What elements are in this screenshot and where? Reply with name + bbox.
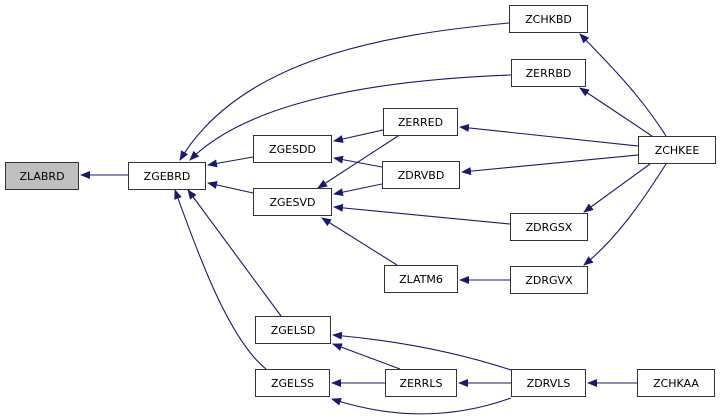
node-label: ZCHKBD [525, 12, 572, 26]
edge-zerred-to-zgesdd [333, 129, 384, 143]
node-label: ZLABRD [19, 169, 65, 183]
edge-zchkee-to-zchkbd [579, 33, 667, 137]
edge-zlatm6-to-zgesvd [321, 217, 398, 266]
node-label: ZCHKEE [654, 143, 700, 157]
edge-zchkee-to-zdrgvx [583, 163, 667, 266]
edge-zdrvls-to-zgelsd [332, 331, 512, 371]
node-zchkee[interactable]: ZCHKEE [638, 136, 716, 164]
node-label: ZDRGVX [525, 273, 573, 287]
edge-zgesdd-to-zgebrd [207, 156, 254, 168]
node-label: ZERRBD [525, 66, 572, 80]
node-zgelsd[interactable]: ZGELSD [255, 316, 331, 344]
node-zgesvd[interactable]: ZGESVD [253, 188, 332, 216]
node-label: ZDRVLS [526, 376, 571, 390]
node-zerred[interactable]: ZERRED [383, 108, 458, 136]
node-zgesdd[interactable]: ZGESDD [253, 135, 332, 163]
edge-zgelss-to-zgebrd [174, 189, 267, 370]
edge-zdrvbd-to-zgesvd [333, 183, 383, 197]
edge-zdrvls-to-zgelss [331, 397, 512, 415]
node-zerrls[interactable]: ZERRLS [385, 369, 457, 397]
node-label: ZCHKAA [653, 376, 699, 390]
node-label: ZGEBRD [143, 169, 191, 183]
node-zdrgvx[interactable]: ZDRGVX [510, 266, 588, 294]
node-zlabrd[interactable]: ZLABRD [5, 162, 79, 190]
node-zdrvbd[interactable]: ZDRVBD [382, 161, 460, 189]
edge-zchkbd-to-zgebrd [179, 22, 510, 161]
node-zerrbd[interactable]: ZERRBD [511, 59, 586, 87]
edge-zdrgsx-to-zgesvd [333, 203, 511, 225]
edge-zchkee-to-zdrgsx [583, 163, 651, 213]
edge-zchkee-to-zdrvbd [461, 154, 639, 176]
node-zdrgsx[interactable]: ZDRGSX [510, 213, 588, 241]
node-label: ZGELSS [270, 376, 315, 390]
node-label: ZLATM6 [399, 272, 443, 286]
node-zchkbd[interactable]: ZCHKBD [509, 5, 588, 33]
edge-zgesvd-to-zgebrd [207, 181, 254, 194]
node-label: ZGELSD [270, 323, 316, 337]
node-zlatm6[interactable]: ZLATM6 [384, 265, 458, 293]
edge-zerrls-to-zgelsd [332, 343, 401, 370]
node-zdrvls[interactable]: ZDRVLS [511, 369, 586, 397]
node-zgelss[interactable]: ZGELSS [255, 369, 330, 397]
node-label: ZERRED [397, 115, 444, 129]
node-label: ZDRVBD [397, 168, 445, 182]
edge-zchkee-to-zerrbd [579, 87, 653, 137]
node-label: ZDRGSX [525, 220, 573, 234]
edge-zerred-to-zgesvd [317, 135, 399, 189]
node-zchkaa[interactable]: ZCHKAA [637, 369, 715, 397]
edge-zchkee-to-zerred [459, 123, 639, 147]
node-label: ZGESVD [269, 195, 316, 209]
edge-zgelsd-to-zgebrd [187, 189, 282, 317]
node-zgebrd[interactable]: ZGEBRD [128, 162, 206, 190]
node-label: ZGESDD [269, 142, 316, 156]
edge-zerrbd-to-zgebrd [189, 74, 512, 161]
node-label: ZERRLS [399, 376, 443, 390]
